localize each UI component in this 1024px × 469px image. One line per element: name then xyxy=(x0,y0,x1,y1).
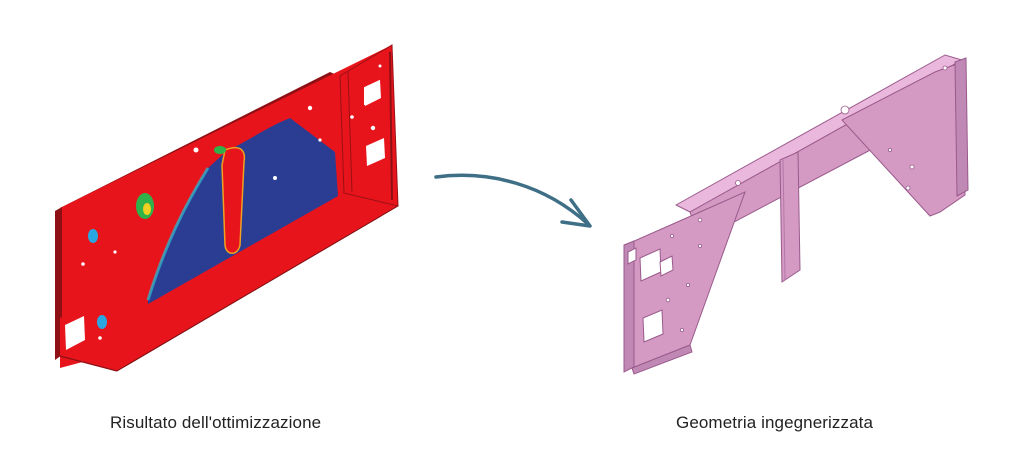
optimization-low-density-region xyxy=(148,118,338,304)
engineered-right-plate xyxy=(841,61,966,217)
optimization-transition-band xyxy=(146,167,210,301)
engineered-holes xyxy=(665,65,948,332)
curved-arrow-icon xyxy=(434,173,592,228)
optimization-density-patch xyxy=(97,315,107,329)
engineered-geometry-caption: Geometria ingegnerizzata xyxy=(676,413,874,432)
engineered-bottom-edge xyxy=(631,344,693,375)
optimization-density-patch xyxy=(88,229,98,243)
optimization-caption: Risultato dell'ottimizzazione xyxy=(110,413,322,432)
optimization-outline xyxy=(116,205,399,372)
optimization-bottom-foot xyxy=(59,305,118,372)
engineered-geometry-image xyxy=(623,54,969,375)
engineered-left-plate xyxy=(631,191,746,369)
optimization-holes xyxy=(81,105,322,340)
engineered-right-flange xyxy=(954,57,969,197)
engineered-vertical-strut xyxy=(779,151,801,283)
optimization-result-image xyxy=(55,44,399,372)
engineered-cutouts xyxy=(627,247,674,343)
optimization-density-patch xyxy=(143,203,151,215)
optimization-vertical-strut xyxy=(221,146,246,254)
optimization-density-patch xyxy=(214,146,226,154)
optimization-right-block xyxy=(339,44,399,207)
